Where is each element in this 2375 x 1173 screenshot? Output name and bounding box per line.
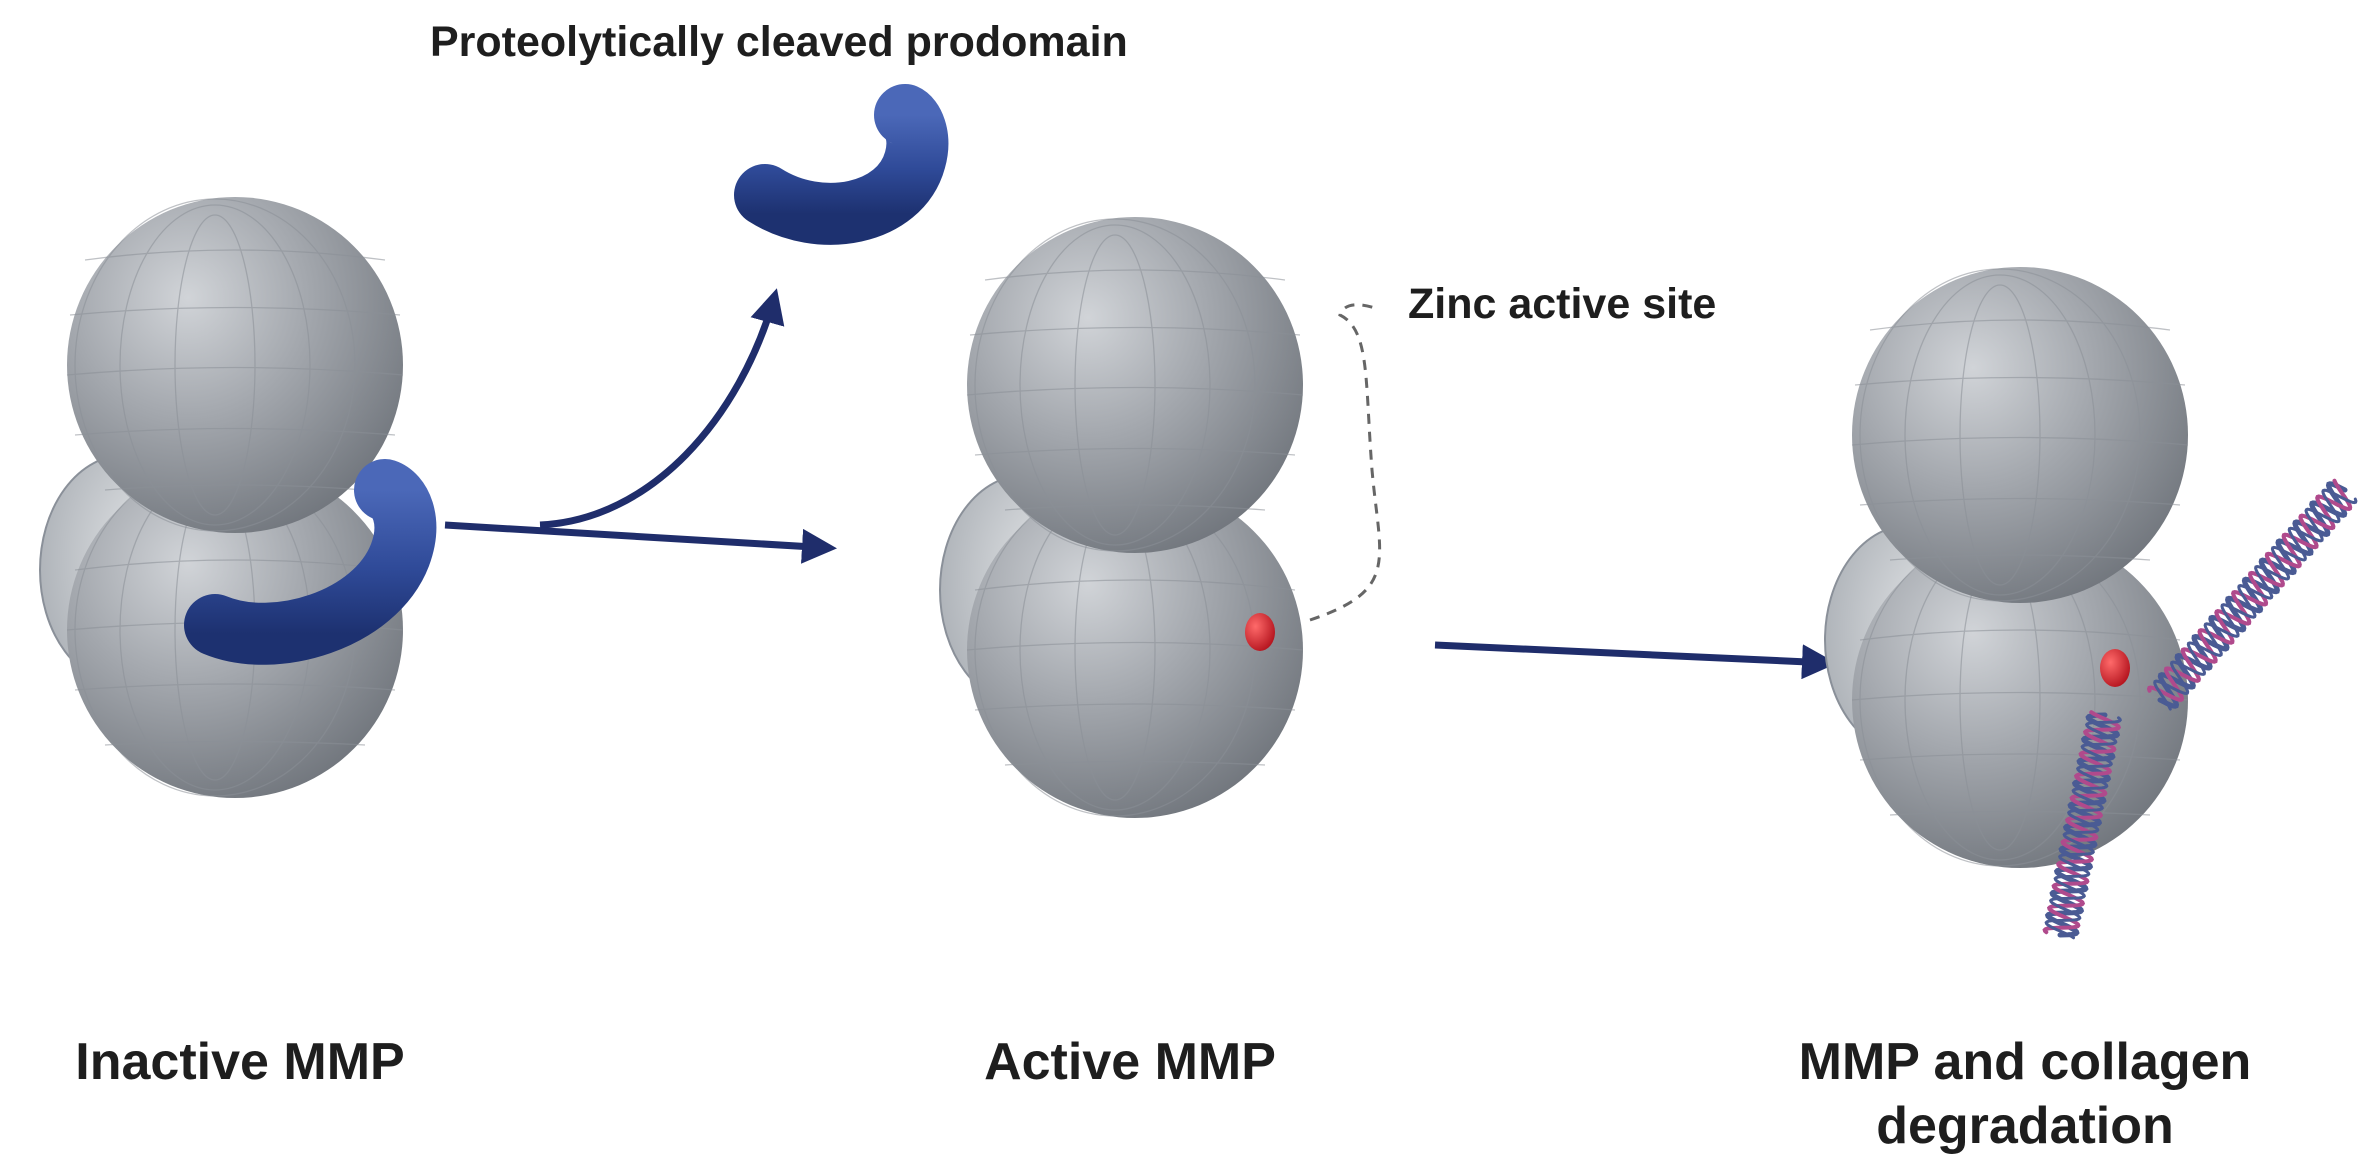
collagen-fiber-upper-strand-1	[2146, 478, 2353, 702]
inactive-mmp-label: Inactive MMP	[75, 1033, 405, 1091]
degradation-label: MMP and collagen degradation	[1798, 1033, 2252, 1155]
bound-prodomain	[184, 459, 437, 665]
collagen-fiber-lower-strand-2	[2044, 716, 2123, 940]
collagen-fiber-upper-strand-0	[2157, 481, 2348, 709]
zinc-leader-line	[1309, 303, 1382, 622]
zinc-active-site-marker-3	[2100, 649, 2130, 687]
active-mmp-label: Active MMP	[984, 1033, 1276, 1091]
zinc-site-label: Zinc active site	[1408, 280, 1717, 328]
mmp-collagen-complex	[1824, 266, 2189, 869]
cleavage-arrow	[539, 288, 785, 529]
collagen-fiber-lower-strand-0	[2044, 712, 2121, 938]
activation-arrow	[444, 521, 837, 564]
collagen-fiber-upper-strand-2	[2153, 488, 2358, 711]
cleaved-prodomain	[734, 84, 949, 245]
prodomain-label: Proteolytically cleaved prodomain	[430, 18, 1128, 66]
active-mmp	[939, 216, 1304, 819]
collagen-fiber-lower-strand-1	[2042, 710, 2122, 935]
collagen-fibers	[2042, 478, 2358, 940]
degradation-arrow	[1434, 641, 1837, 680]
inactive-mmp	[39, 196, 437, 799]
zinc-active-site-marker	[1245, 613, 1275, 651]
